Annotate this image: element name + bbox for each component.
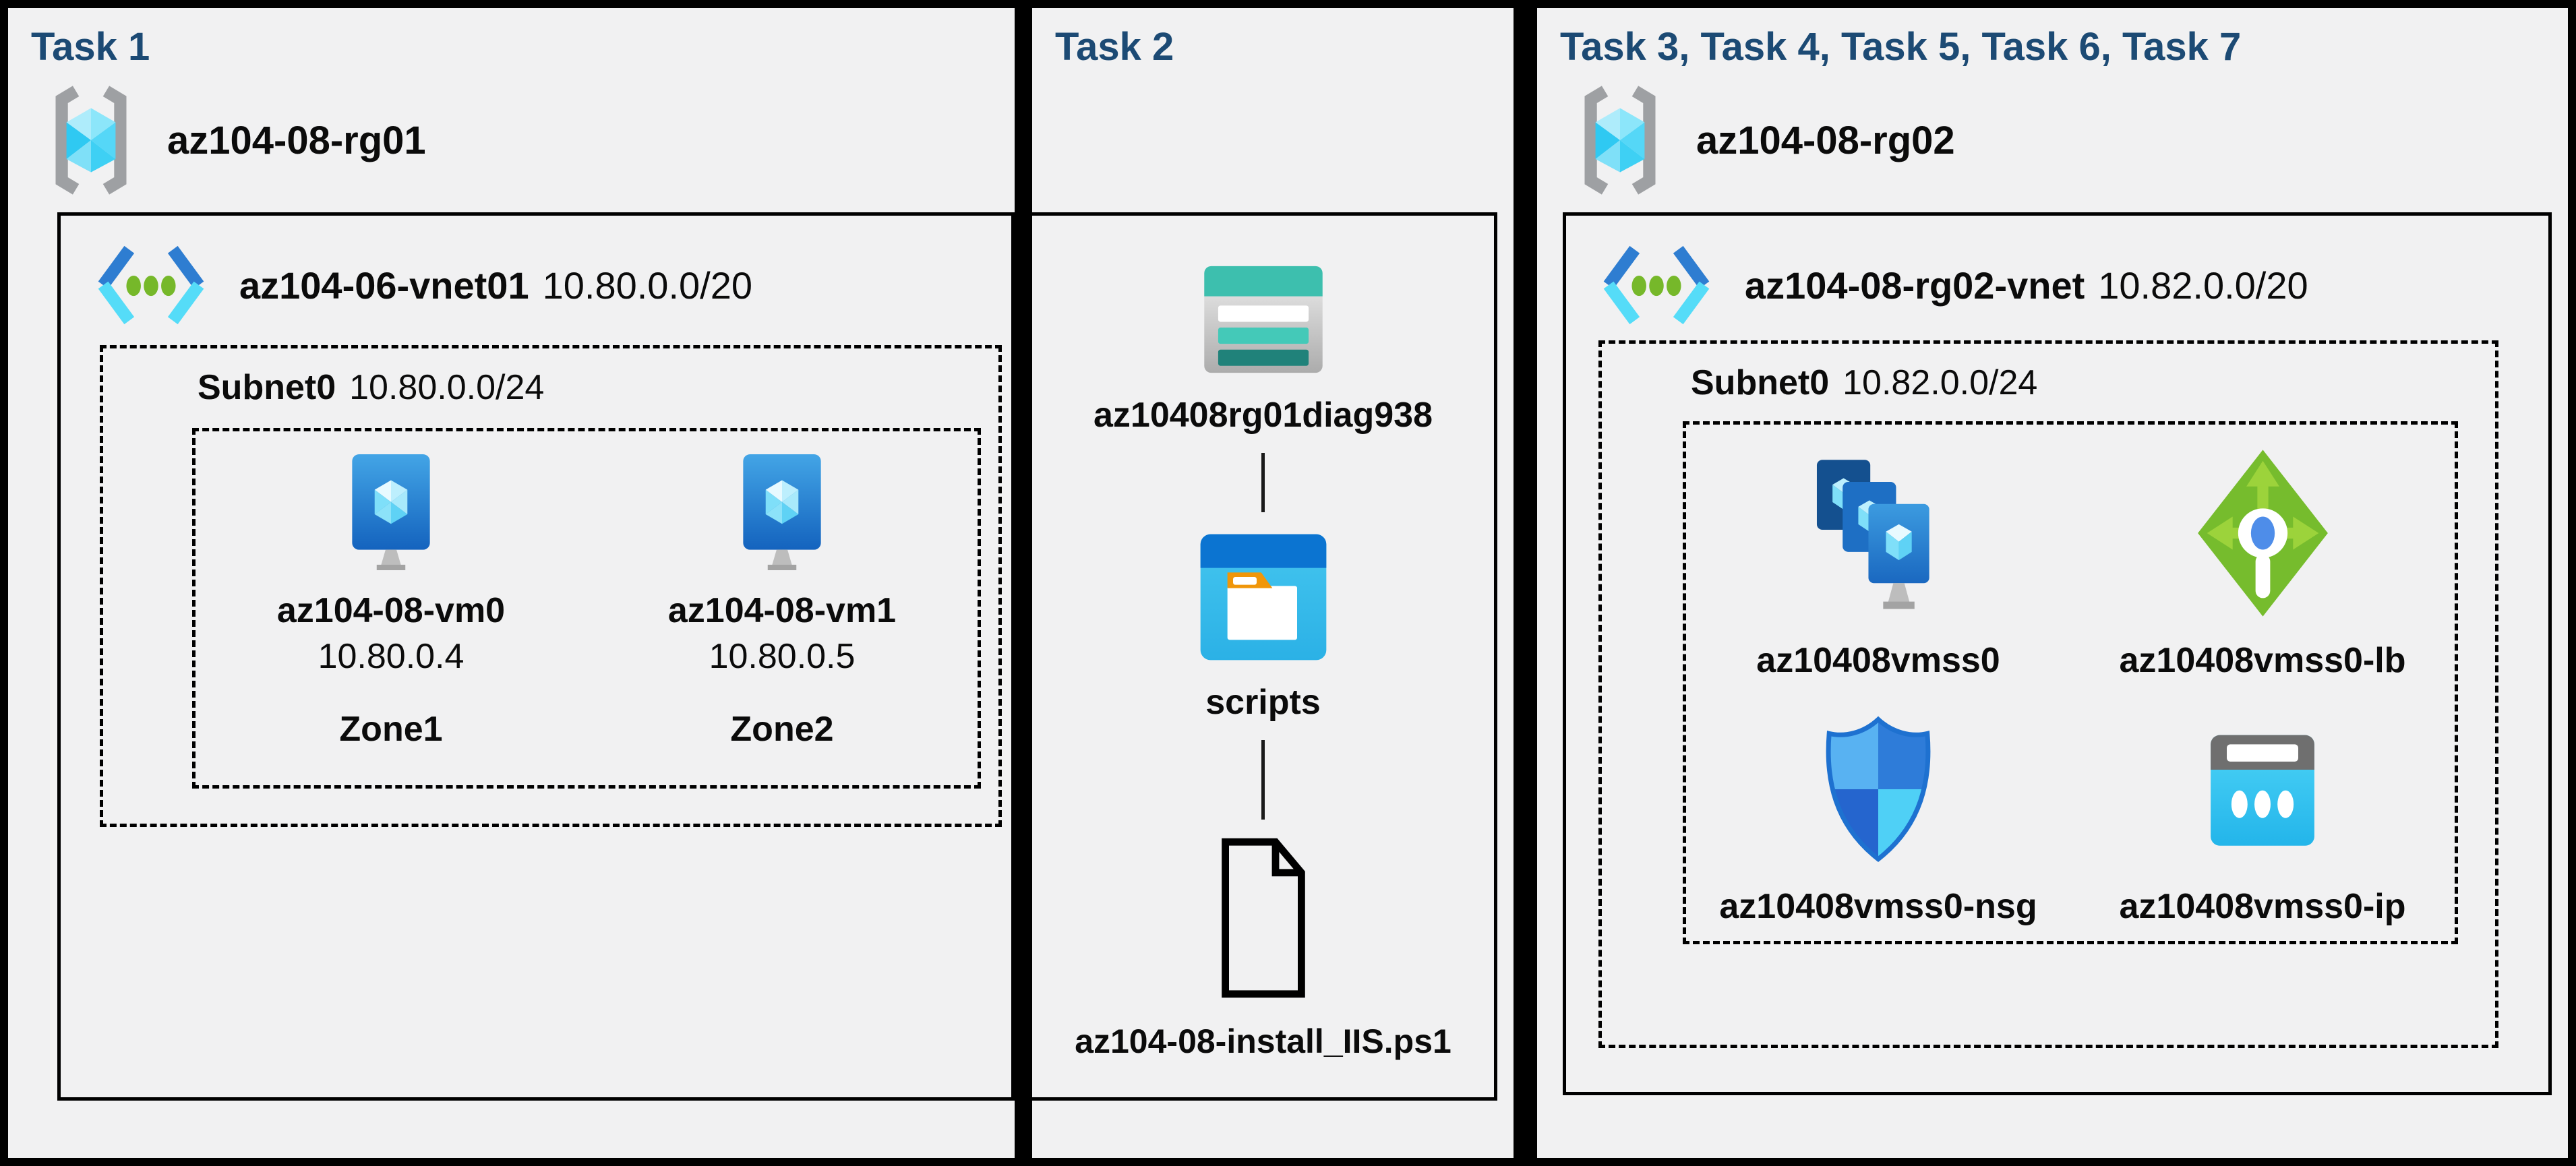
vmss-icon — [1816, 460, 1929, 609]
vm-zone: Zone1 — [339, 710, 443, 749]
nsg-shield-icon — [1826, 716, 1931, 863]
vnet-cidr: 10.82.0.0/20 — [2098, 264, 2308, 307]
vm-card: az104-08-vm0 10.80.0.4 Zone1 — [196, 431, 587, 785]
vm-card: az104-08-vm1 10.80.0.5 Zone2 — [587, 431, 978, 785]
task3-vnet-box: az104-08-rg02-vnet 10.82.0.0/20 Subnet0 10… — [1563, 212, 2552, 1095]
vnet-name-line: az104-08-rg02-vnet 10.82.0.0/20 — [1745, 264, 2308, 307]
subnet-name: Subnet0 — [1691, 363, 1830, 402]
vm-ip: 10.80.0.5 — [709, 637, 856, 676]
task1-resource-group: az104-08-rg01 — [43, 84, 426, 197]
task1-vnet: az104-06-vnet01 10.80.0.0/20 — [93, 244, 752, 326]
task1-vm-group-box: az104-08-vm0 10.80.0.4 Zone1 — [192, 428, 981, 789]
vm-zone: Zone2 — [730, 710, 834, 749]
panel-task1: Task 1 az104-08-rg01 — [8, 8, 1015, 1158]
task1-subnet-box: Subnet0 10.80.0.0/24 — [100, 345, 1002, 827]
resource-card: az10408vmss0-nsg — [1686, 698, 2070, 941]
vm-icon — [352, 454, 430, 570]
subnet-cidr: 10.82.0.0/24 — [1843, 363, 2038, 402]
vnet-icon — [1603, 245, 1710, 325]
vm-ip: 10.80.0.4 — [318, 637, 465, 676]
script-file-name: az104-08-install_IIS.ps1 — [1075, 1022, 1451, 1060]
resource-group-name: az104-08-rg02 — [1696, 118, 1955, 162]
resource-name: az10408vmss0-ip — [2119, 887, 2406, 927]
storage-account-icon — [1203, 266, 1323, 373]
vnet-cidr: 10.80.0.0/20 — [542, 264, 752, 307]
load-balancer-icon — [2197, 450, 2328, 617]
task3-subnet-box: Subnet0 10.82.0.0/24 — [1598, 340, 2498, 1048]
resource-card: az10408vmss0-lb — [2070, 429, 2455, 698]
panel-task3: Task 3, Task 4, Task 5, Task 6, Task 7 a… — [1537, 8, 2568, 1158]
storage-chain: az10408rg01diag938 scripts — [1032, 216, 1494, 1061]
resource-name: az10408vmss0 — [1756, 641, 2000, 681]
container-name: scripts — [1205, 683, 1321, 722]
task1-vnet-box: az104-06-vnet01 10.80.0.0/20 Subnet0 10.80… — [57, 212, 1015, 1101]
public-ip-icon — [2211, 735, 2314, 847]
vm-icon — [743, 454, 821, 570]
subnet-label: Subnet0 10.82.0.0/24 — [1691, 363, 2495, 403]
panel-task2: Task 2 az10408rg01diag938 — [1029, 8, 1514, 1158]
subnet-label: Subnet0 10.80.0.0/24 — [198, 367, 998, 408]
resource-group-icon — [55, 86, 127, 195]
vm-name: az104-08-vm1 — [667, 591, 897, 630]
file-icon — [1221, 838, 1305, 998]
vnet-name: az104-08-rg02-vnet — [1745, 264, 2085, 307]
resource-card: az10408vmss0-ip — [2070, 698, 2455, 941]
task2-box: az10408rg01diag938 scripts — [1029, 212, 1497, 1101]
task3-vnet: az104-08-rg02-vnet 10.82.0.0/20 — [1598, 244, 2308, 326]
resource-group-name: az104-08-rg01 — [167, 118, 426, 162]
vnet-name-line: az104-06-vnet01 10.80.0.0/20 — [239, 264, 752, 307]
vm-name: az104-08-vm0 — [276, 591, 506, 630]
scripts-container-icon — [1200, 534, 1326, 661]
resource-name: az10408vmss0-lb — [2119, 641, 2406, 681]
task1-title: Task 1 — [31, 25, 150, 69]
storage-account-name: az10408rg01diag938 — [1093, 396, 1433, 435]
task3-resource-group-box: az10408vmss0 — [1683, 421, 2458, 944]
subnet-cidr: 10.80.0.0/24 — [349, 368, 545, 407]
task2-title: Task 2 — [1055, 25, 1174, 69]
subnet-name: Subnet0 — [198, 368, 336, 407]
task3-title: Task 3, Task 4, Task 5, Task 6, Task 7 — [1560, 25, 2242, 69]
connector-line — [1261, 740, 1265, 820]
resource-group-icon — [1584, 86, 1656, 195]
resource-name: az10408vmss0-nsg — [1719, 887, 2037, 927]
vnet-icon — [98, 245, 204, 325]
task3-resource-group: az104-08-rg02 — [1572, 84, 1955, 197]
vnet-name: az104-06-vnet01 — [239, 264, 529, 307]
resource-card: az10408vmss0 — [1686, 429, 2070, 698]
connector-line — [1261, 453, 1265, 512]
